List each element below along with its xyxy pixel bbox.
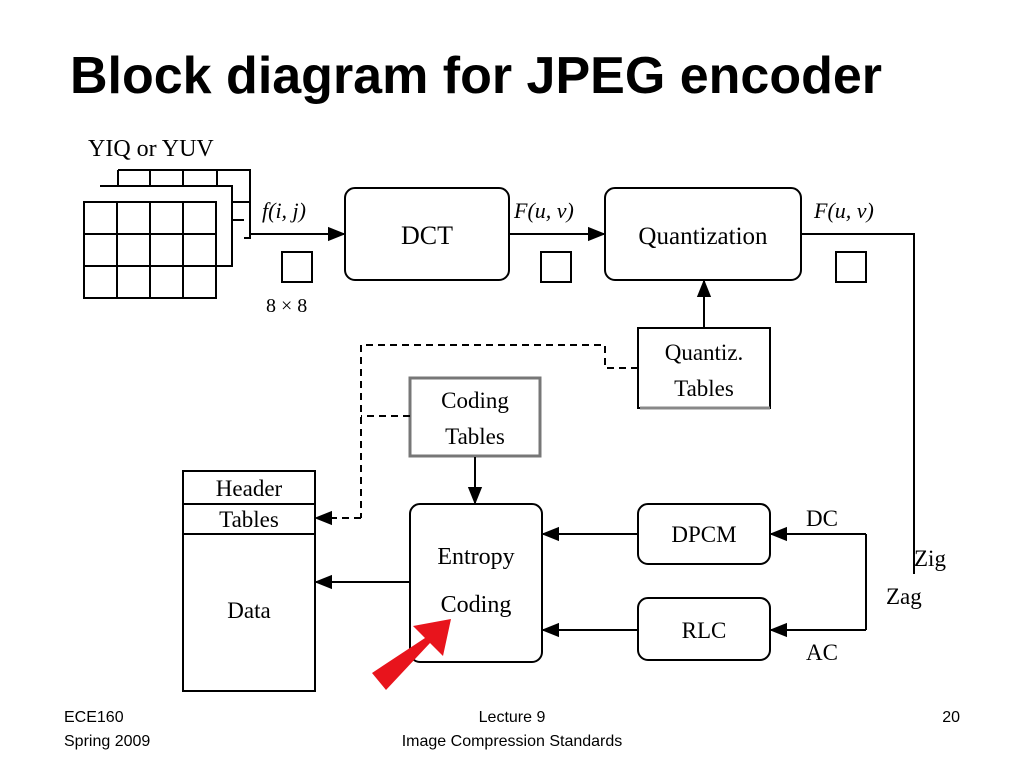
zag-label: Zag — [886, 584, 922, 609]
footer-lecture-info: Lecture 9 Image Compression Standards — [312, 706, 712, 754]
footer-term: Spring 2009 — [64, 733, 151, 750]
footer-course-info: ECE160 Spring 2009 — [64, 706, 150, 754]
footer-page-number: 20 — [942, 706, 960, 730]
quant-output-line — [801, 233, 915, 574]
entropy-label-1: Entropy — [437, 544, 514, 570]
dc-label: DC — [806, 506, 838, 531]
quantiz-tables-label-1: Quantiz. — [665, 340, 744, 365]
rlc-label: RLC — [682, 618, 727, 643]
pixel-grid — [83, 201, 217, 299]
header-label: Header — [216, 476, 283, 501]
dct-label: DCT — [401, 221, 453, 250]
block-icon-3 — [835, 251, 867, 283]
image-planes-stack — [100, 169, 251, 267]
quantiz-tables-label-2: Tables — [674, 376, 734, 401]
dpcm-label: DPCM — [671, 522, 736, 547]
tables-label: Tables — [219, 507, 279, 532]
F-uv-label-2: F(u, v) — [813, 198, 874, 223]
footer-course: ECE160 — [64, 709, 124, 726]
block-icon-2 — [540, 251, 572, 283]
F-uv-label-1: F(u, v) — [513, 198, 574, 223]
coding-tables-box — [408, 376, 542, 458]
ac-label: AC — [806, 640, 838, 665]
entropy-label-2: Coding — [441, 592, 512, 618]
page-number: 20 — [942, 709, 960, 726]
zig-label: Zig — [914, 546, 946, 571]
coding-tables-label-1: Coding — [441, 388, 509, 413]
input-format-label: YIQ or YUV — [88, 136, 214, 162]
coding-tables-label-2: Tables — [445, 424, 505, 449]
slide-title: Block diagram for JPEG encoder — [70, 47, 883, 105]
quantization-label: Quantization — [638, 223, 768, 250]
data-label: Data — [227, 598, 270, 623]
output-stream-box — [182, 470, 316, 692]
footer-topic: Image Compression Standards — [401, 733, 623, 750]
block-size-label: 8 × 8 — [266, 295, 307, 317]
block-icon-1 — [281, 251, 313, 283]
highlight-arrow-icon — [372, 619, 451, 690]
f-ij-label: f(i, j) — [262, 198, 306, 223]
footer-lecture: Lecture 9 — [478, 709, 546, 726]
